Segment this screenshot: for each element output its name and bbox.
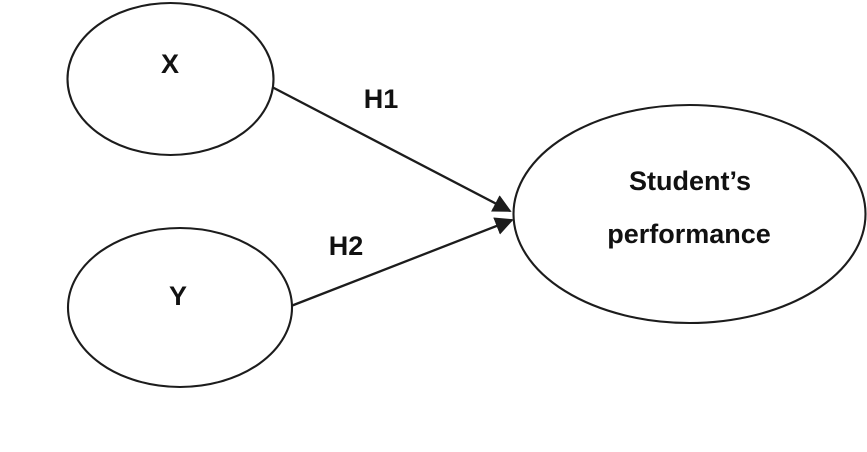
node-y-ellipse <box>66 226 294 389</box>
edge-h2-label: H2 <box>329 231 364 261</box>
node-y-label: Y <box>169 281 187 311</box>
edge-h1-label: H1 <box>364 84 399 114</box>
edge-h1-arrow <box>271 85 512 213</box>
edge-h2-arrow <box>290 217 514 308</box>
node-performance-label-line2: performance <box>607 219 771 249</box>
node-x-ellipse <box>66 1 275 157</box>
node-performance-label-line1: Student’s <box>629 166 751 196</box>
node-performance-ellipse <box>512 103 867 325</box>
node-x-label: X <box>161 49 179 79</box>
